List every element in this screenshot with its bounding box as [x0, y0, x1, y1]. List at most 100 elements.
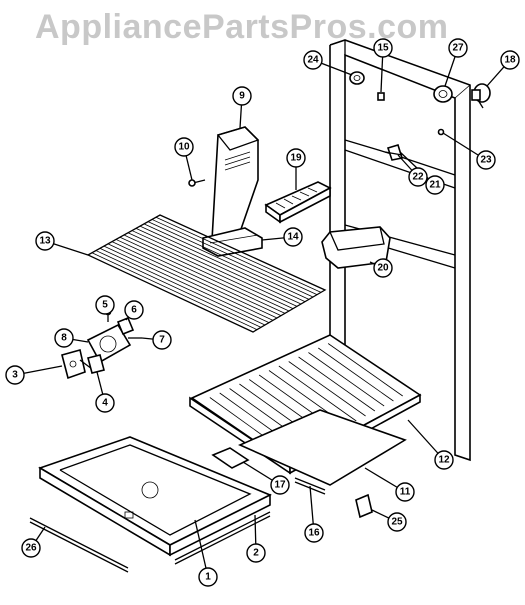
callout-circle — [395, 482, 415, 502]
part-20-bin — [321, 226, 391, 269]
callout-label: 17 — [274, 480, 286, 491]
callout-label: 18 — [504, 55, 516, 66]
callout-26: 26 — [21, 538, 41, 558]
leader-1 — [194, 519, 209, 578]
callout-circle — [373, 38, 393, 58]
shelf-wire — [131, 230, 298, 307]
callout-label: 11 — [400, 487, 411, 498]
shelf-wire — [99, 247, 266, 326]
callout-3: 3 — [5, 365, 25, 385]
part-11-glass — [238, 409, 407, 486]
shelf-wire — [103, 245, 270, 324]
shelf-wire — [95, 250, 262, 328]
callout-circle — [373, 258, 393, 278]
shelf-wire — [155, 216, 322, 293]
callout-label: 10 — [178, 142, 190, 153]
shelf-wire — [123, 234, 290, 312]
callout-circle — [246, 543, 266, 563]
callout-label: 15 — [377, 43, 389, 54]
callout-circle — [21, 538, 41, 558]
callout-23: 23 — [476, 150, 496, 170]
part-3-cover — [61, 349, 86, 380]
callout-circle — [95, 295, 115, 315]
part-8-housing — [86, 323, 132, 364]
callout-circle — [232, 86, 252, 106]
shelf-wire — [147, 221, 314, 298]
cover-texture-line — [318, 347, 394, 402]
callout-label: 3 — [12, 370, 18, 381]
shelf-wire — [115, 239, 282, 317]
part-27-knob — [433, 85, 453, 103]
callout-label: 1 — [205, 572, 211, 583]
shelf-wire — [107, 243, 274, 321]
part-17-bracket — [211, 447, 250, 469]
callout-label: 22 — [412, 172, 424, 183]
part-1-crisper-pan — [38, 436, 272, 557]
shelf-wire — [151, 219, 318, 296]
callout-15: 15 — [373, 38, 393, 58]
cover-texture-line — [327, 343, 403, 397]
part-18-thermostat — [471, 83, 491, 109]
callout-13: 13 — [35, 231, 55, 251]
callout-18: 18 — [500, 50, 520, 70]
callout-circle — [286, 148, 306, 168]
callout-20: 20 — [373, 258, 393, 278]
callout-circle — [408, 167, 428, 187]
callout-label: 26 — [25, 543, 37, 554]
callout-label: 16 — [308, 528, 320, 539]
part-9-duct-cover — [211, 126, 260, 242]
watermark: AppliancePartsPros.com — [35, 8, 449, 46]
callout-label: 21 — [429, 180, 441, 191]
part-25-clip — [355, 493, 373, 519]
callout-27: 27 — [448, 38, 468, 58]
callout-circle — [476, 150, 496, 170]
callout-circle — [270, 475, 290, 495]
callout-21: 21 — [425, 175, 445, 195]
callout-label: 5 — [102, 300, 108, 311]
part-26-rail — [29, 517, 129, 573]
callout-label: 2 — [253, 548, 259, 559]
shelf-wire — [91, 252, 258, 331]
callout-circle — [448, 38, 468, 58]
callout-7: 7 — [152, 330, 172, 350]
callout-4: 4 — [95, 393, 115, 413]
callout-circle — [283, 227, 303, 247]
callout-label: 24 — [307, 55, 319, 66]
callout-circle — [425, 175, 445, 195]
callout-6: 6 — [124, 300, 144, 320]
callout-1: 1 — [198, 567, 218, 587]
callout-circle — [174, 137, 194, 157]
part-15-screw — [377, 92, 385, 101]
callout-circle — [124, 300, 144, 320]
part-2-rail — [174, 511, 271, 565]
callout-label: 27 — [452, 43, 464, 54]
callout-24: 24 — [303, 50, 323, 70]
callout-label: 4 — [102, 398, 108, 409]
callout-circle — [387, 512, 407, 532]
callout-label: 7 — [159, 335, 165, 346]
callout-label: 20 — [377, 263, 389, 274]
cover-texture-line — [278, 365, 357, 422]
callout-circle — [54, 328, 74, 348]
part-22-bracket — [384, 144, 404, 161]
callout-label: 25 — [391, 517, 403, 528]
callout-circle — [95, 393, 115, 413]
callout-2: 2 — [246, 543, 266, 563]
callout-label: 8 — [61, 333, 67, 344]
part-13-wire-shelf — [86, 214, 327, 333]
callout-circle — [434, 450, 454, 470]
callout-19: 19 — [286, 148, 306, 168]
shelf-wire — [119, 236, 286, 314]
callout-label: 9 — [239, 91, 245, 102]
callout-9: 9 — [232, 86, 252, 106]
shelf-wire — [139, 225, 306, 303]
part-23-screw — [437, 128, 445, 136]
shelf-wire — [127, 232, 294, 310]
callout-label: 12 — [438, 455, 450, 466]
callout-circle — [198, 567, 218, 587]
callout-12: 12 — [434, 450, 454, 470]
part-24-knob — [349, 71, 365, 85]
